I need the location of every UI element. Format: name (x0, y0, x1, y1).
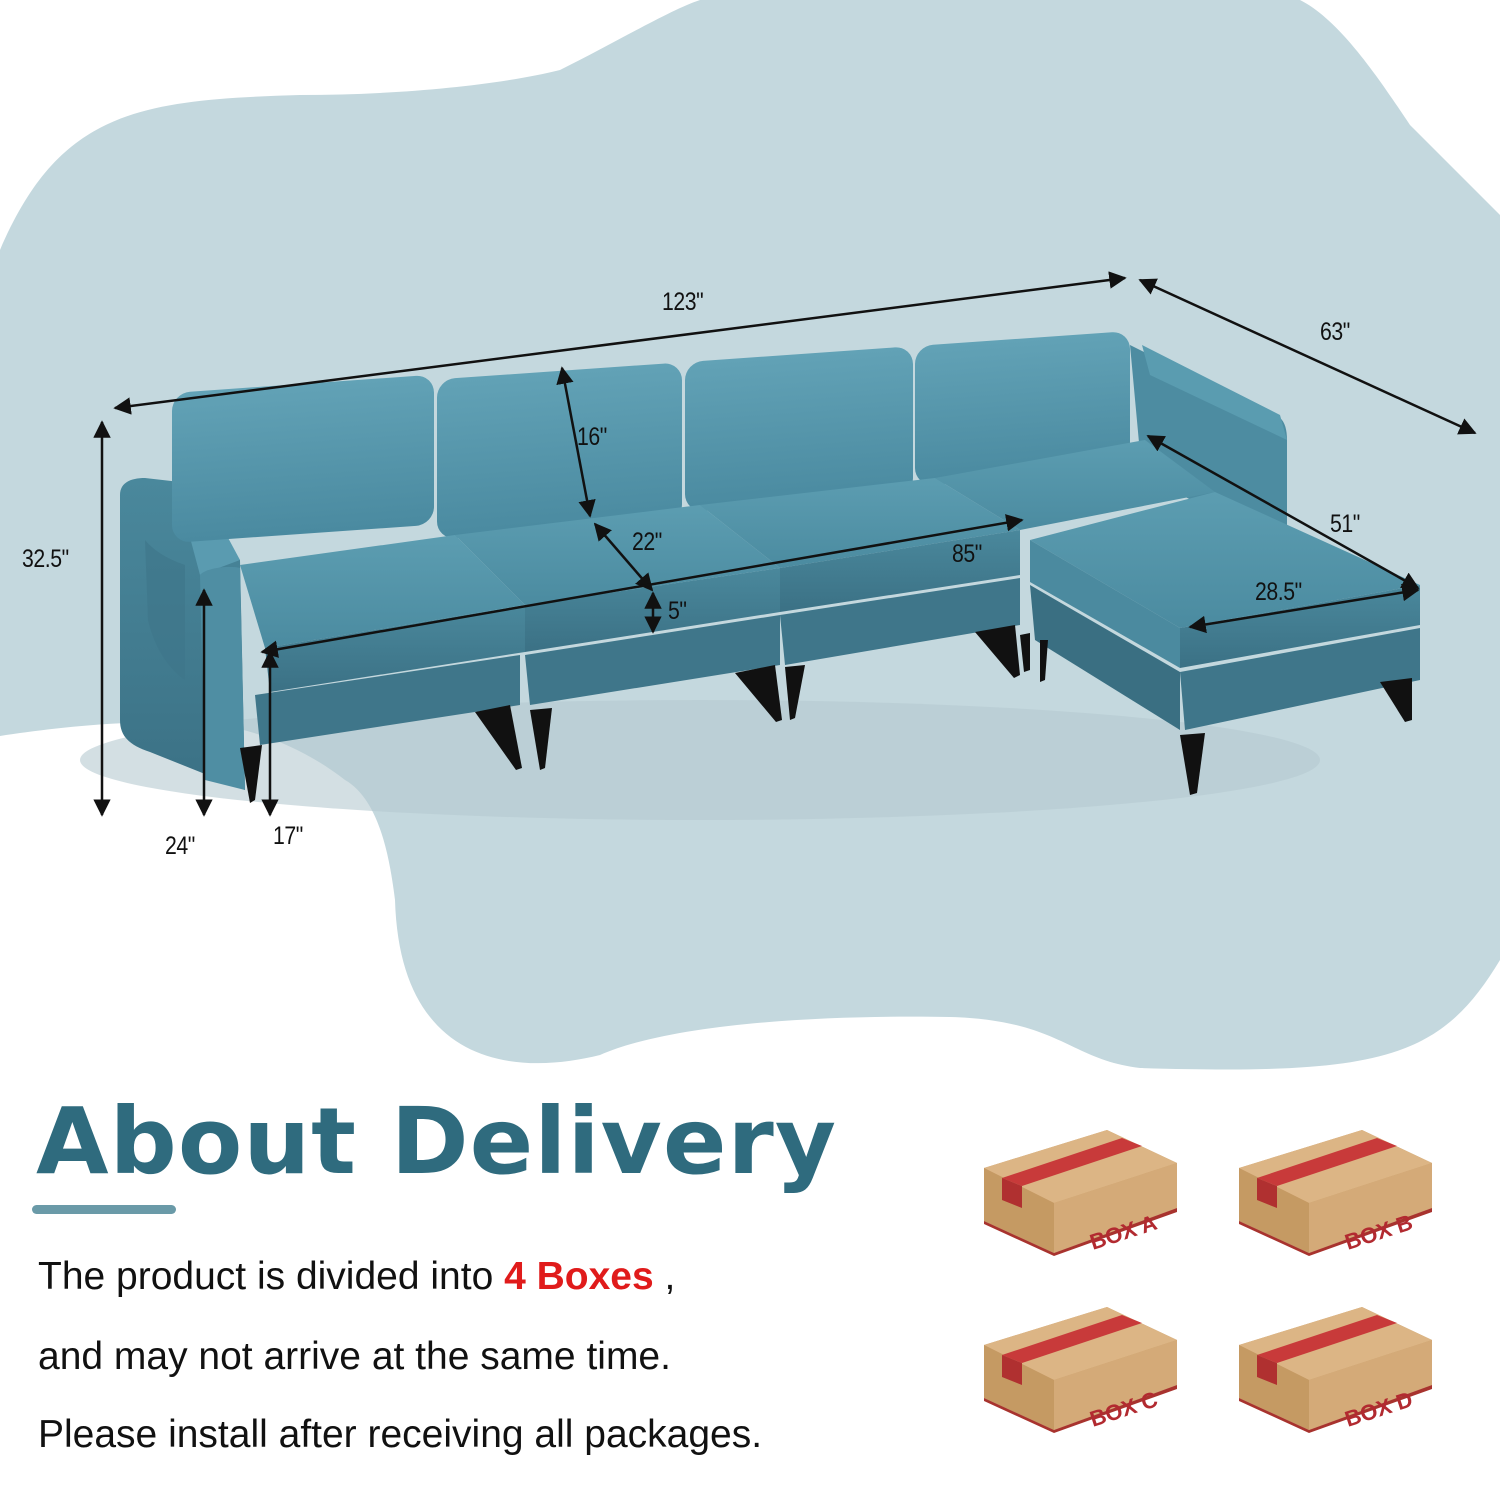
delivery-line-3: Please install after receiving all packa… (38, 1413, 763, 1456)
dimension-overall-height: 32.5" (22, 545, 69, 573)
dimension-overall-depth: 63" (1320, 318, 1350, 346)
package-box-b: BOX B (1239, 1130, 1432, 1256)
package-boxes: BOX A BOX B BOX C BOX D (960, 1120, 1500, 1480)
title-underline (32, 1205, 176, 1214)
delivery-line-1: The product is divided into 4 Boxes , (38, 1255, 675, 1299)
package-box-a: BOX A (984, 1130, 1177, 1256)
dimension-arm-height: 24" (165, 832, 195, 860)
delivery-line-1-suffix: , (653, 1255, 676, 1298)
box-count-highlight: 4 Boxes (504, 1255, 654, 1298)
dimension-seat-depth: 22" (632, 528, 662, 556)
dimension-overall-length: 123" (662, 288, 704, 316)
package-box-d: BOX D (1239, 1307, 1432, 1433)
sofa-illustration (80, 271, 1477, 820)
delivery-line-2: and may not arrive at the same time. (38, 1335, 671, 1378)
delivery-title: About Delivery (36, 1088, 838, 1195)
dimension-sofa-length: 85" (952, 540, 982, 568)
dimension-seat-height: 17" (273, 822, 303, 850)
dimension-back-cushion-height: 16" (577, 423, 607, 451)
dimension-seat-cushion-thickness: 5" (668, 597, 687, 625)
dimension-chaise-width: 28.5" (1255, 578, 1302, 606)
dimension-chaise-length: 51" (1330, 510, 1360, 538)
package-box-c: BOX C (984, 1307, 1177, 1433)
delivery-line-1-prefix: The product is divided into (38, 1255, 505, 1298)
